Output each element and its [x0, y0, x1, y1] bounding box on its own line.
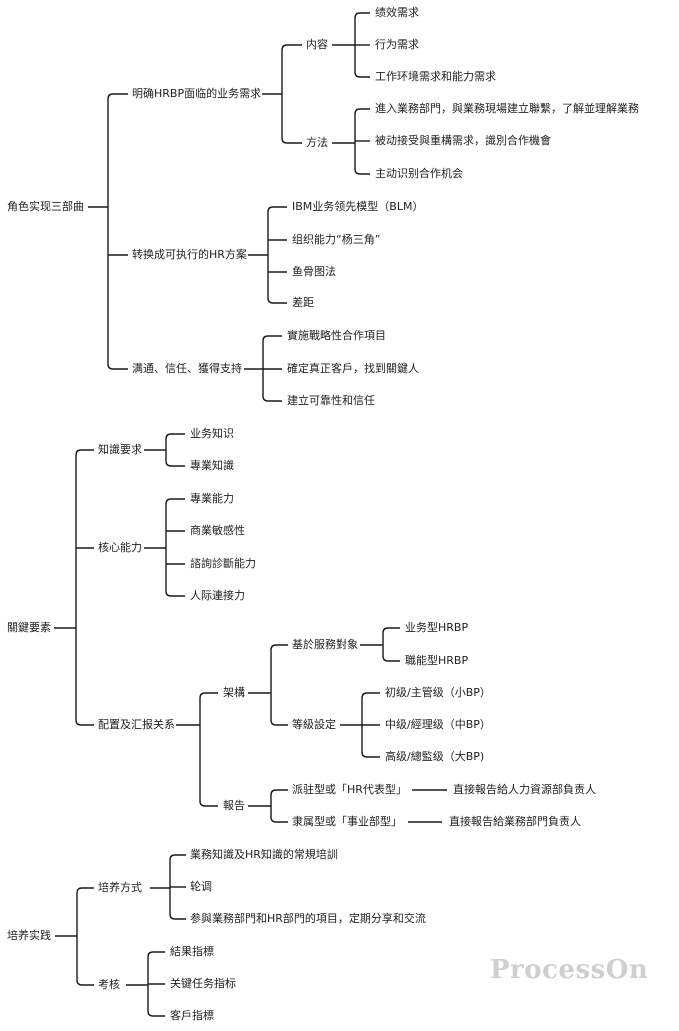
level3-node: 派驻型或「HR代表型」: [292, 783, 407, 796]
leaf-node: 组织能力“杨三角”: [292, 233, 381, 246]
leaf-node: 確定真正客戶，找到關鍵人: [287, 362, 419, 375]
leaf-node: 直接報告給人力資源部負责人: [453, 783, 596, 796]
connector-elbow: [107, 363, 128, 370]
level1-node: 培养方式: [98, 881, 142, 894]
leaf-node: 實施戰略性合作項目: [287, 329, 386, 342]
connector-elbow: [199, 692, 218, 699]
leaf-node: 商業敏感性: [190, 524, 245, 537]
leaf-node: 進入業務部門，與業務現場建立聯繫，了解並理解業務: [375, 102, 639, 115]
connector-elbow: [75, 449, 94, 456]
leaf-node: 職能型HRBP: [405, 654, 469, 667]
leaf-node: 專業能力: [190, 492, 234, 505]
connector-elbow: [267, 206, 287, 213]
connector-elbow: [169, 854, 186, 861]
level2-node: 架構: [223, 686, 245, 699]
leaf-node: 业务知识: [190, 427, 234, 440]
leaf-node: 高级/總監级（大BP): [385, 750, 485, 763]
connector-elbow: [382, 627, 400, 634]
leaf-node: 人际連接力: [190, 589, 245, 602]
leaf-node: 关键任务指标: [170, 977, 236, 990]
level3-node: 隶属型或「事业部型」: [292, 815, 402, 828]
level2-node: 内容: [306, 38, 328, 51]
root-node: 培养实践: [7, 929, 51, 942]
connector-elbow: [382, 655, 400, 662]
leaf-node: IBM业务领先模型（BLM）: [292, 200, 424, 213]
level3-node: 基於服務對象: [292, 638, 358, 651]
connector-elbow: [165, 433, 185, 440]
connector-elbow: [107, 93, 128, 100]
connector-elbow: [270, 816, 288, 823]
connector-elbow: [76, 887, 94, 894]
connector-elbow: [281, 44, 302, 51]
connector-elbow: [199, 800, 218, 807]
leaf-node: 中级/經理级（中BP）: [385, 718, 491, 731]
connector-elbow: [169, 913, 186, 920]
leaf-node: 專業知識: [190, 459, 234, 472]
root-node: 關鍵要素: [7, 621, 51, 634]
level1-node: 考核: [98, 978, 120, 991]
connector-elbow: [354, 71, 370, 78]
connector-elbow: [165, 498, 185, 505]
level3-node: 等級設定: [292, 718, 336, 731]
level1-node: 明确HRBP面临的业务需求: [132, 87, 262, 100]
leaf-node: 直接報告給業務部門負责人: [449, 815, 581, 828]
level1-node: 核心能力: [98, 541, 142, 554]
connector-elbow: [262, 395, 282, 402]
leaf-node: 鱼骨图法: [292, 265, 336, 278]
leaf-node: 差距: [292, 296, 314, 309]
level1-node: 知識要求: [98, 443, 142, 456]
connector-elbow: [354, 108, 370, 115]
level1-node: 转换成可执行的HR方案: [132, 248, 247, 261]
connector-elbow: [147, 1010, 165, 1017]
connector-elbow: [281, 137, 302, 144]
processon-watermark: ProcessOn: [490, 955, 649, 985]
leaf-node: 客戶指標: [170, 1009, 214, 1022]
leaf-node: 諮詢診斷能力: [190, 557, 256, 570]
connector-elbow: [267, 297, 287, 304]
leaf-node: 行为需求: [375, 38, 419, 51]
level2-node: 報告: [223, 799, 245, 812]
leaf-node: 工作环境需求和能力需求: [375, 70, 496, 83]
leaf-node: 业务型HRBP: [405, 621, 469, 634]
leaf-node: 業務知識及HR知識的常規培訓: [190, 848, 338, 861]
connector-elbow: [361, 751, 380, 758]
level1-node: 满通、信任、獲得支持: [132, 362, 242, 375]
leaf-node: 轮调: [190, 880, 212, 893]
connector-elbow: [262, 335, 282, 342]
leaf-node: 绩效需求: [375, 6, 419, 19]
connector-elbow: [270, 789, 288, 796]
leaf-node: 結果指標: [170, 945, 214, 958]
leaf-node: 参與業務部門和HR部門的項目，定期分享和交流: [190, 912, 426, 925]
connector-elbow: [165, 590, 185, 597]
connector-elbow: [147, 951, 165, 958]
level1-node: 配置及汇报关系: [98, 718, 175, 731]
connector-elbow: [270, 644, 288, 651]
leaf-node: 初级/主管级（小BP）: [385, 686, 491, 699]
connector-elbow: [270, 719, 288, 726]
leaf-node: 主动识别合作机会: [375, 167, 463, 180]
connector-elbow: [361, 692, 380, 699]
connector-elbow: [165, 460, 185, 467]
connector-elbow: [76, 979, 94, 986]
level2-node: 方法: [306, 136, 328, 149]
connector-elbow: [354, 168, 370, 175]
connector-elbow: [354, 12, 370, 19]
leaf-node: 建立可靠性和信任: [287, 394, 375, 407]
connector-elbow: [75, 719, 94, 726]
root-node: 角色实现三部曲: [7, 200, 84, 213]
leaf-node: 被动接受與重構需求，識別合作機會: [375, 134, 551, 147]
